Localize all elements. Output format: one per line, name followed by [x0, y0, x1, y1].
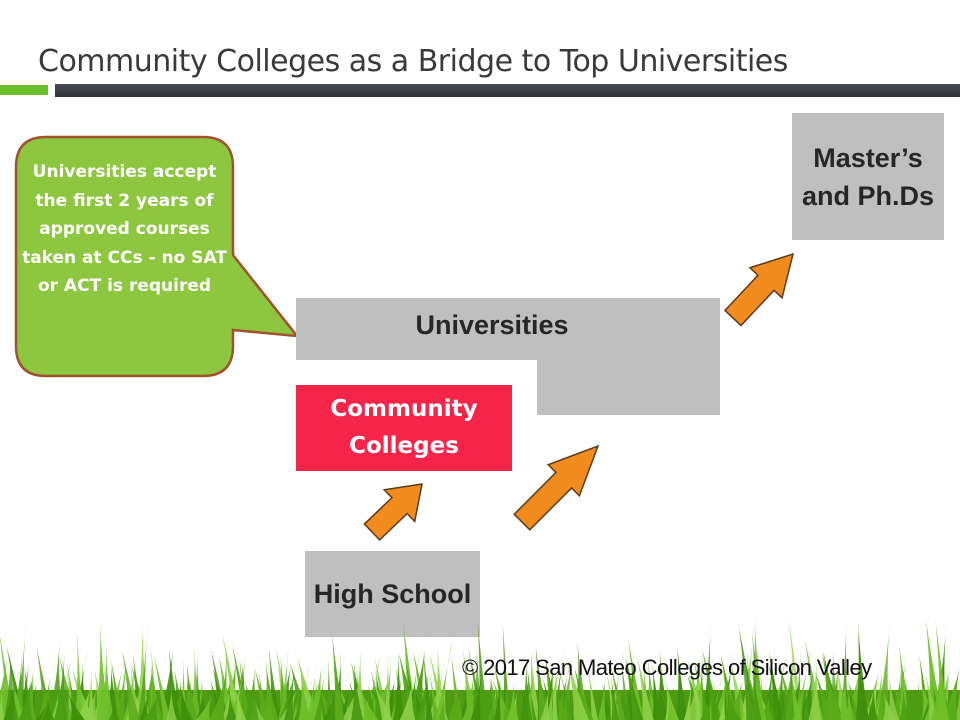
title-divider-bar	[55, 84, 960, 97]
universities-label: Universities	[415, 310, 569, 340]
high-school-box: High School	[305, 551, 480, 637]
universities-box	[296, 298, 720, 415]
masters-label: Master’s and Ph.Ds	[801, 142, 935, 211]
copyright-footer: © 2017 San Mateo Colleges of Silicon Val…	[462, 655, 872, 680]
community-colleges-box: Community Colleges	[296, 385, 512, 471]
callout-bubble	[14, 135, 300, 378]
callout-text: Universities accept the first 2 years of…	[22, 162, 227, 296]
arrow-icon	[513, 444, 600, 531]
title-accent-bar	[0, 85, 48, 95]
high-school-label: High School	[313, 579, 472, 609]
slide-title: Community Colleges as a Bridge to Top Un…	[38, 44, 788, 79]
arrow-icon	[363, 483, 423, 541]
community-colleges-label: Community Colleges	[330, 396, 478, 459]
arrow-icon	[723, 252, 795, 327]
masters-box: Master’s and Ph.Ds	[792, 113, 944, 240]
